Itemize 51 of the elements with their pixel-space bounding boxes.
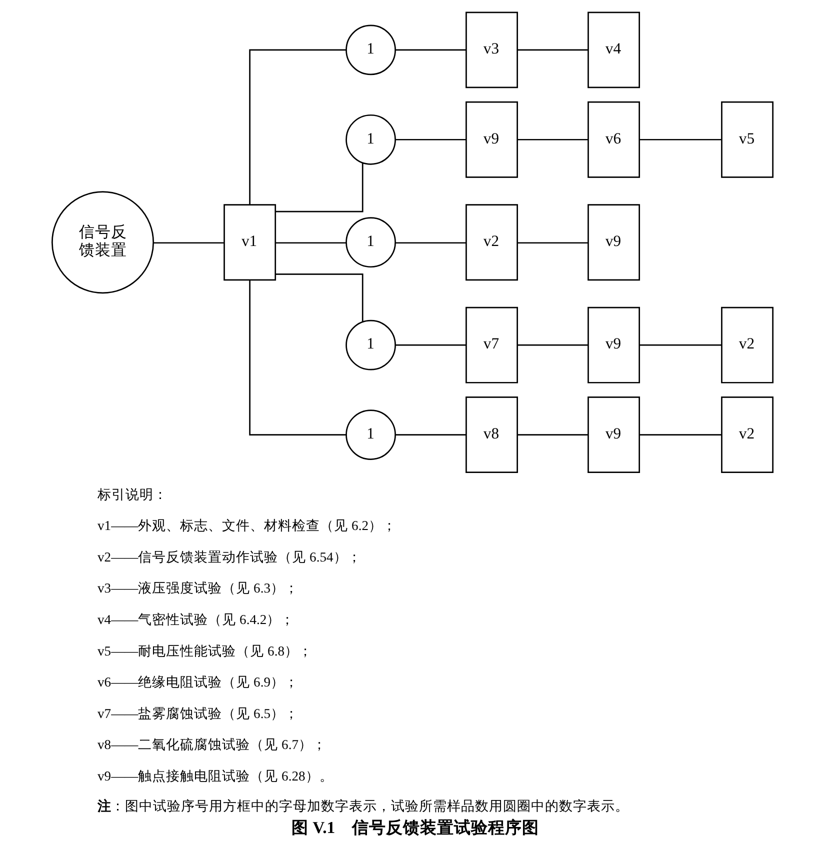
connector [248,49,346,205]
node-box: v6 [587,101,640,178]
connector [395,49,466,51]
label: v3——液压强度试验（见 6.3）； [97,580,298,596]
connector [395,434,466,436]
node-box: v7 [465,306,518,384]
label: v9——触点接触电阻试验（见 6.28）。 [97,768,333,784]
label: v2——信号反馈装置动作试验（见 6.54）； [97,549,361,564]
node-box: v2 [465,204,518,281]
connector [248,280,346,436]
node-box: v2 [720,396,773,473]
label: 注：图中试验序号用方框中的字母加数字表示，试验所需样品数用圆圈中的数字表示。 [97,798,629,814]
node-circle: 1 [345,320,396,370]
node-box: v8 [465,396,518,473]
label: v5——耐电压性能试验（见 6.8）； [97,643,312,658]
connector [516,138,588,140]
node-box: v2 [720,306,773,384]
node-box: v9 [587,306,640,384]
connector [152,242,224,244]
connector [516,434,588,436]
node-box: v4 [587,12,640,88]
connector [395,242,466,244]
node-box: v9 [587,204,640,281]
node-box: v3 [465,12,518,88]
label: 标引说明： [97,486,168,502]
connector [516,344,588,346]
connector [274,242,346,244]
caption: 图 V.1 信号反馈装置试验程序图 [291,818,539,837]
connector [516,242,588,244]
node-box: v9 [587,396,640,473]
connector [274,162,363,212]
connector [395,138,466,140]
node-circle: 信号反馈装置 [51,191,154,294]
connector [639,344,722,346]
node-circle: 1 [345,114,396,165]
label: v1——外观、标志、文件、材料检查（见 6.2）； [97,518,396,534]
node-circle: 1 [345,217,396,268]
connector [516,49,588,51]
node-circle: 1 [345,410,396,460]
connector [274,274,363,322]
label: v6——绝缘电阻试验（见 6.9）； [97,674,298,690]
connector [639,434,722,436]
node-box: v5 [720,101,773,178]
label: v7——盐雾腐蚀试验（见 6.5）； [97,706,298,721]
node-box: v9 [465,101,518,178]
connector [395,344,466,346]
node-box: v1 [223,204,276,281]
label: v8——二氧化硫腐蚀试验（见 6.7）； [97,737,326,752]
label: v4——气密性试验（见 6.4.2）； [97,612,294,627]
connector [639,138,722,140]
node-circle: 1 [345,24,396,76]
